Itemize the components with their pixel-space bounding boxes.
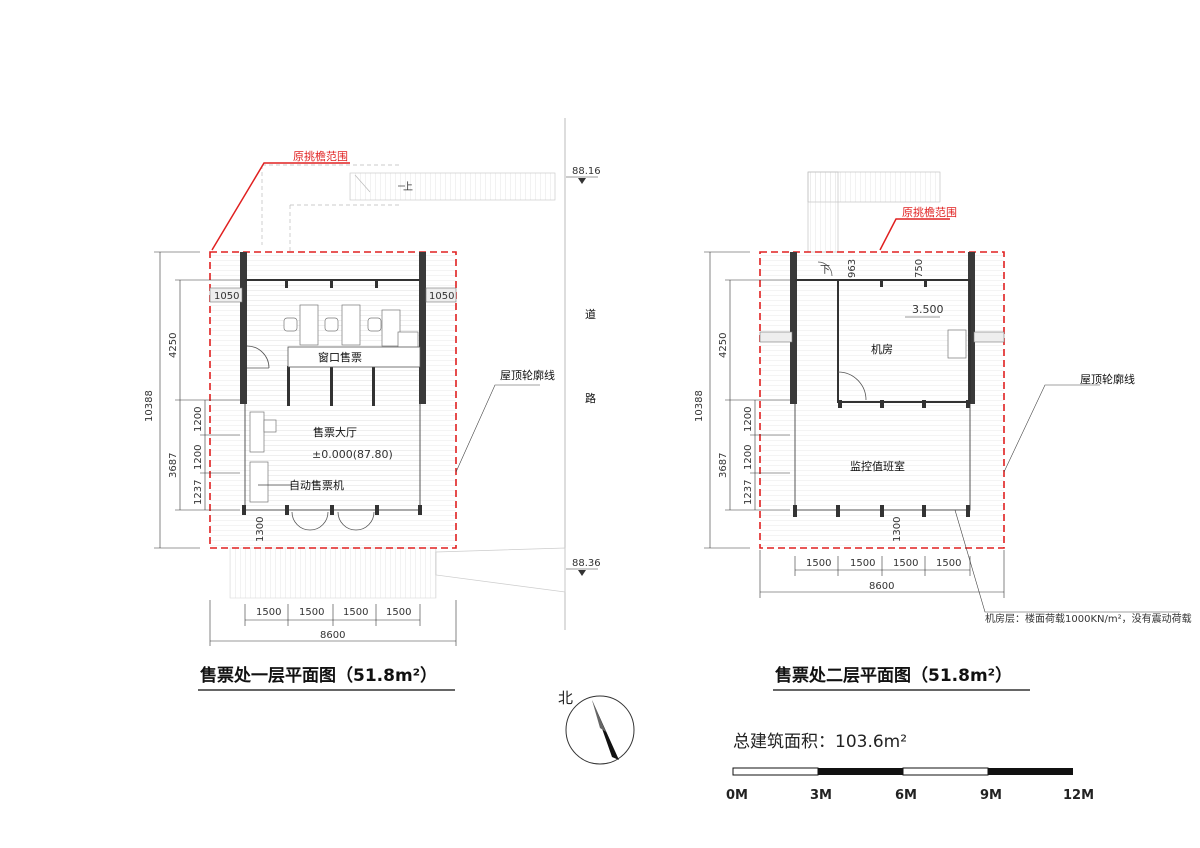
scale-bar: 0M 3M 6M 9M 12M <box>726 767 1094 803</box>
stair-down-label: 下 <box>820 265 830 276</box>
second-floor-plan: 原挑檐范围 下 963 750 3.500 机房 监控值班室 屋顶 <box>694 171 1192 691</box>
dim-total-height-1: 10388 <box>144 390 155 422</box>
dim-r1-1: 1200 <box>193 407 204 432</box>
plan1-title: 售票处一层平面图（51.8m²） <box>200 665 437 686</box>
total-width-1: 8600 <box>320 630 345 641</box>
dim-963: 963 <box>847 259 858 278</box>
scale-label-3: 3M <box>810 788 832 803</box>
roof-outline-label-2: 屋顶轮廓线 <box>1080 372 1135 386</box>
dim-upper-2: 4250 <box>718 333 729 358</box>
dim-r1-2: 1200 <box>743 407 754 432</box>
dim-total-height-2: 10388 <box>694 390 705 422</box>
eave-range-label-1: 原挑檐范围 <box>293 149 348 163</box>
room-machine: 机房 <box>871 342 893 356</box>
eave-outline-2 <box>759 251 1005 549</box>
dim-side-left: 1050 <box>214 291 239 302</box>
dim-r2-1: 1200 <box>193 445 204 470</box>
dim-r3-1: 1237 <box>193 480 204 505</box>
bay-dim-1: 1500 <box>256 607 281 618</box>
dim-front-2: 1300 <box>892 517 903 542</box>
bay-dim-3: 1500 <box>343 607 368 618</box>
bay-dim-2-2: 1500 <box>850 558 875 569</box>
scale-label-6: 6M <box>895 788 917 803</box>
floor-elevation: ±0.000(87.80) <box>312 448 393 461</box>
dim-lower-2: 3687 <box>718 453 729 478</box>
ground-floor-plan: 上 原挑檐范围 1050 1050 <box>144 149 566 691</box>
bay-dim-2: 1500 <box>299 607 324 618</box>
dim-front-1: 1300 <box>255 517 266 542</box>
bay-dim-2-1: 1500 <box>806 558 831 569</box>
stair-up-drawing <box>261 164 556 252</box>
stair-up-label: 上 <box>403 181 413 193</box>
dim-lower-1: 3687 <box>168 453 179 478</box>
dim-upper-1: 4250 <box>168 333 179 358</box>
scale-label-0: 0M <box>726 788 748 803</box>
room-hall: 售票大厅 <box>313 425 357 439</box>
dim-750: 750 <box>914 259 925 278</box>
vending-machine-label: 自动售票机 <box>289 478 344 492</box>
north-label: 北 <box>558 689 573 707</box>
room-monitor: 监控值班室 <box>850 459 905 473</box>
road-level-top: 88.16 <box>572 166 601 177</box>
eave-range-label-2: 原挑檐范围 <box>902 205 957 219</box>
dim-side-right: 1050 <box>429 291 454 302</box>
level-3500: 3.500 <box>912 303 944 316</box>
north-arrow-icon: 北 <box>558 689 635 765</box>
bay-dim-2-3: 1500 <box>893 558 918 569</box>
room-window-ticket: 窗口售票 <box>318 350 362 364</box>
bay-dim-4: 1500 <box>386 607 411 618</box>
dim-r2-2: 1200 <box>743 445 754 470</box>
roof-outline-label-1: 屋顶轮廓线 <box>500 368 555 382</box>
dim-r3-2: 1237 <box>743 480 754 505</box>
road-label-2: 路 <box>585 392 596 405</box>
road-label-1: 道 <box>585 307 596 321</box>
scale-label-9: 9M <box>980 788 1002 803</box>
bay-dim-2-4: 1500 <box>936 558 961 569</box>
total-width-2: 8600 <box>869 581 894 592</box>
plan2-title: 售票处二层平面图（51.8m²） <box>775 665 1012 686</box>
stair-drawing-2 <box>807 171 941 253</box>
road-level-bottom: 88.36 <box>572 558 601 569</box>
total-area: 总建筑面积：103.6m² <box>733 732 907 752</box>
road-area: 道 路 88.16 88.36 <box>564 118 601 630</box>
machine-load-note: 机房层：楼面荷载1000KN/m²，没有震动荷载 <box>985 612 1192 625</box>
scale-label-12: 12M <box>1063 788 1094 803</box>
